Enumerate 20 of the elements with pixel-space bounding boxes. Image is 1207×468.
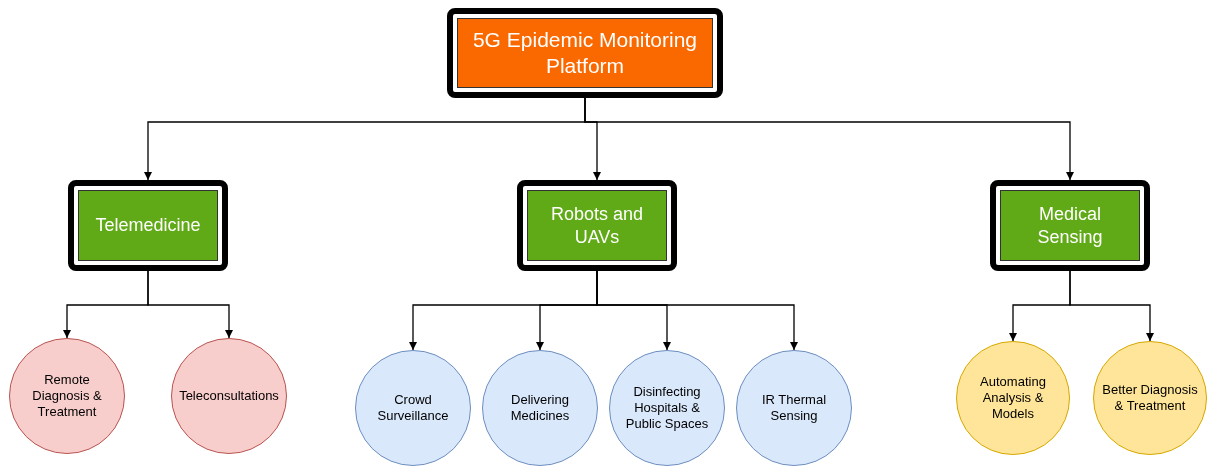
node-label: Disinfecting Hospitals & Public Spaces [624, 383, 710, 433]
node-label: Crowd Surveillance [376, 391, 450, 425]
category-box [990, 180, 1150, 271]
node-label: Medical Sensing [1036, 203, 1104, 248]
node-label: Telemedicine [95, 214, 201, 237]
connector-arrow [1069, 270, 1154, 342]
node-label: 5G Epidemic Monitoring Platform [471, 26, 699, 79]
connector-arrow [584, 97, 1074, 181]
node-label: IR Thermal Sensing [760, 391, 828, 425]
root-box [447, 8, 723, 98]
node-label: Remote Diagnosis & Treatment [31, 371, 103, 421]
category-box [68, 180, 228, 271]
node-label: Delivering Medicines [509, 391, 571, 425]
node-label: Teleconsultations [179, 387, 279, 405]
connector-arrow [147, 270, 233, 339]
node-label: Automating Analysis & Models [979, 373, 1047, 423]
category-box [517, 180, 677, 271]
connector-arrow [596, 270, 798, 351]
node-label: Robots and UAVs [549, 203, 645, 248]
node-label: Better Diagnosis & Treatment [1102, 381, 1198, 415]
